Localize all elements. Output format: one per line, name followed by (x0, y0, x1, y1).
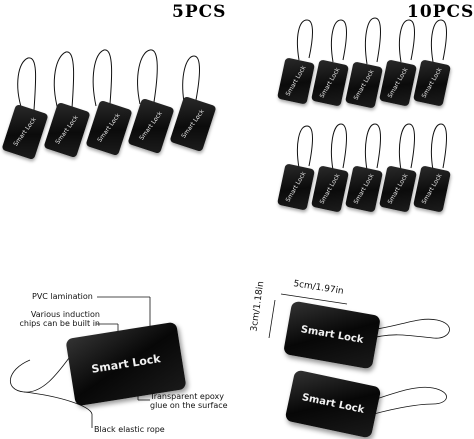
pvc-lamination-label: PVC lamination (32, 292, 93, 301)
ten-pieces-panel: 10PCS Smart Lock Smart Lock Smart Lock S… (237, 0, 474, 220)
epoxy-glue-label: Transparent epoxy glue on the surface (150, 392, 228, 410)
five-pieces-title: 5PCS (172, 2, 227, 22)
elastic-rope-label: Black elastic rope (94, 425, 165, 434)
induction-chips-label: Various induction chips can be built in (19, 310, 100, 328)
ten-pieces-title: 10PCS (407, 2, 474, 22)
ten-pieces-cords (296, 17, 447, 171)
dimensions-panel: 3cm/1.18in 5cm/1.97in Smart Lock Smart L… (237, 220, 474, 439)
dimension-lines (268, 293, 450, 417)
five-pieces-cords (17, 49, 200, 111)
features-panel: Smart Lock PVC lamination Various induct… (0, 220, 237, 439)
five-pieces-panel: 5PCS Smart Lock Smart Lock Smart Lock Sm… (0, 0, 237, 220)
